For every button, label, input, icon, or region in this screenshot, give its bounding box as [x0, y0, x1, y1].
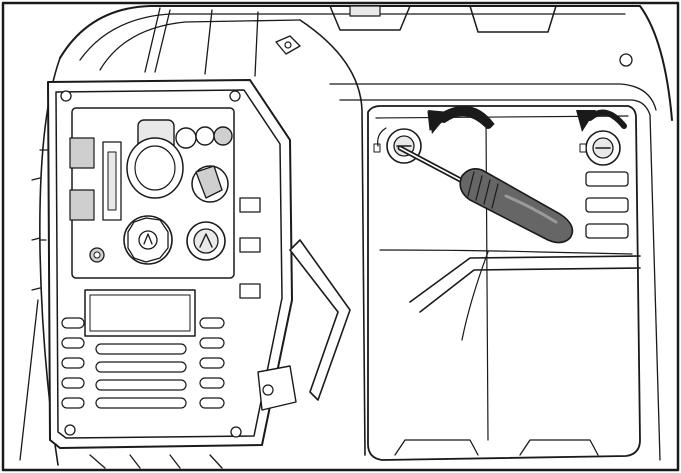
loosen-indicator-arc	[377, 127, 387, 147]
dc-12v-socket	[186, 221, 226, 261]
right-rotation-arrow-icon	[576, 109, 627, 132]
panel-screw-tl	[60, 90, 72, 102]
latch-2	[239, 237, 261, 253]
latch-1	[239, 197, 261, 213]
top-handle-left	[329, 5, 411, 31]
breaker-knob-3	[213, 126, 233, 146]
screwdriver-icon	[397, 145, 574, 244]
panel-screw-tr	[229, 90, 241, 102]
dc-plug-lower	[69, 189, 95, 221]
engine-switch	[123, 215, 173, 265]
right-cover-screw	[579, 130, 621, 166]
latch-3	[239, 283, 261, 299]
control-panel	[31, 79, 293, 449]
breaker-knob-2	[195, 126, 215, 146]
left-rotation-arrow-icon	[427, 105, 495, 134]
panel-screw-br	[230, 426, 242, 438]
panel-label-window	[84, 289, 196, 337]
breaker-knob-1	[175, 127, 197, 149]
top-bolt	[275, 35, 301, 55]
dc-plug-upper	[69, 137, 95, 169]
frame-rail	[289, 239, 641, 401]
top-handle-right	[469, 5, 557, 33]
panel-screw-bl	[64, 424, 76, 436]
panel-vents	[61, 317, 225, 409]
lower-bolt-bracket	[257, 365, 297, 411]
